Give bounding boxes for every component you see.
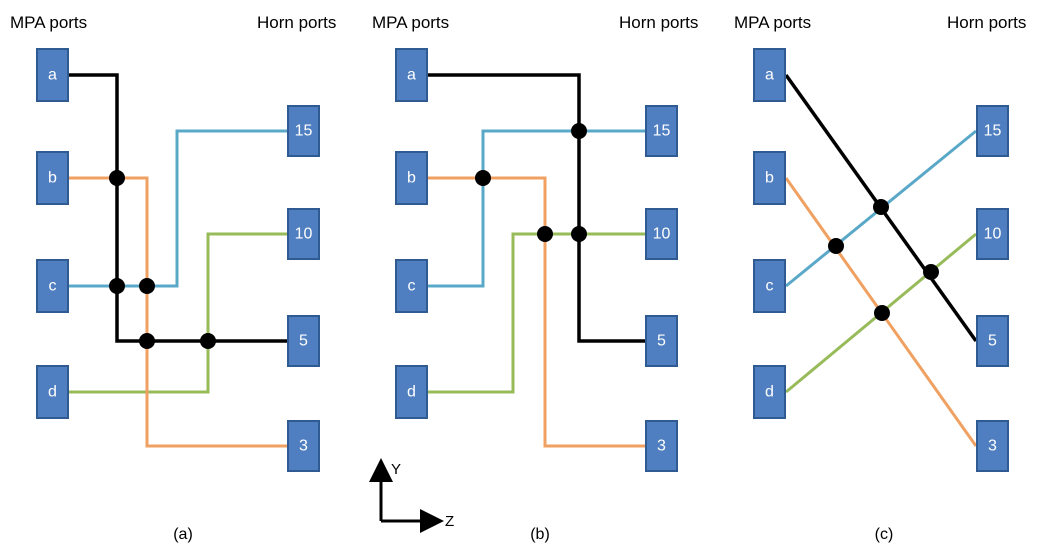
y-axis-label: Y (391, 461, 401, 478)
mpa-port-b (753, 151, 786, 205)
horn-port-15 (287, 105, 320, 157)
horn-port-label: 3 (657, 438, 666, 455)
horn-port-3 (976, 420, 1009, 472)
wire-orange (428, 176, 646, 448)
crossing-dot (139, 278, 155, 294)
wire-black (428, 73, 646, 343)
mpa-port-label: d (407, 384, 416, 401)
mpa-ports-header: MPA ports (734, 13, 811, 32)
horn-ports-header: Horn ports (257, 13, 336, 32)
mpa-port-label: b (48, 170, 57, 187)
horn-port-label: 5 (657, 333, 666, 350)
horn-port-label: 3 (299, 438, 308, 455)
horn-port-label: 10 (984, 226, 1002, 243)
horn-port-5 (645, 315, 678, 367)
crossing-dot (571, 226, 587, 242)
mpa-port-label: a (407, 67, 416, 84)
crossing-dot (139, 333, 155, 349)
wire-orange (68, 176, 288, 448)
horn-port-label: 10 (653, 226, 671, 243)
horn-port-3 (287, 420, 320, 472)
panel-b: MPA ports Horn ports a b c d 15 10 5 3 (… (372, 13, 698, 543)
horn-ports-header: Horn ports (947, 13, 1026, 32)
mpa-port-label: c (408, 278, 416, 295)
mpa-port-d (36, 365, 69, 419)
panel-caption: (a) (173, 526, 193, 543)
mpa-port-label: c (766, 278, 774, 295)
horn-port-label: 15 (984, 123, 1002, 140)
mpa-ports-header: MPA ports (10, 13, 87, 32)
z-axis-label: Z (445, 513, 454, 530)
mpa-port-d (395, 365, 428, 419)
mpa-port-c (36, 259, 69, 313)
horn-port-10 (976, 208, 1009, 260)
horn-port-10 (287, 208, 320, 260)
crossing-dot (475, 170, 491, 186)
horn-port-label: 5 (299, 333, 308, 350)
mpa-port-label: b (765, 170, 774, 187)
horn-port-label: 15 (653, 123, 671, 140)
mpa-port-b (36, 151, 69, 205)
mpa-ports-header: MPA ports (372, 13, 449, 32)
horn-port-10 (645, 208, 678, 260)
panel-caption: (c) (875, 526, 894, 543)
mpa-port-label: d (48, 384, 57, 401)
mpa-port-label: a (48, 67, 57, 84)
crossing-dot (200, 333, 216, 349)
panel-a: MPA ports Horn ports a b c d 15 10 5 3 (… (10, 13, 336, 543)
mpa-port-label: c (49, 278, 57, 295)
crossing-dot (923, 264, 939, 280)
crossing-dot (874, 305, 890, 321)
horn-port-label: 10 (295, 226, 313, 243)
mpa-port-c (395, 259, 428, 313)
horn-ports-header: Horn ports (619, 13, 698, 32)
crossing-dot (109, 278, 125, 294)
mpa-port-c (753, 259, 786, 313)
panel-c: MPA ports Horn ports a b c d 15 10 5 3 (… (734, 13, 1026, 543)
wire-blue (68, 129, 288, 288)
wire-blue (428, 129, 646, 288)
horn-port-5 (287, 315, 320, 367)
mpa-port-d (753, 365, 786, 419)
mpa-port-a (753, 48, 786, 102)
mpa-port-a (36, 48, 69, 102)
crossing-dot (109, 170, 125, 186)
mpa-port-label: a (765, 67, 774, 84)
horn-port-3 (645, 420, 678, 472)
horn-port-label: 5 (988, 333, 997, 350)
horn-port-15 (645, 105, 678, 157)
horn-port-label: 3 (988, 438, 997, 455)
crossing-dot (537, 226, 553, 242)
axis-indicator: Y Z (369, 458, 454, 533)
mpa-port-a (395, 48, 428, 102)
crossing-dot (571, 123, 587, 139)
mpa-port-label: b (407, 170, 416, 187)
horn-port-5 (976, 315, 1009, 367)
wire-green (428, 232, 646, 394)
wire-green (68, 232, 288, 394)
crossing-dot (873, 199, 889, 215)
mpa-port-b (395, 151, 428, 205)
panel-caption: (b) (530, 526, 550, 543)
mpa-port-label: d (765, 384, 774, 401)
horn-port-label: 15 (295, 123, 313, 140)
horn-port-15 (976, 105, 1009, 157)
crossing-dot (828, 238, 844, 254)
